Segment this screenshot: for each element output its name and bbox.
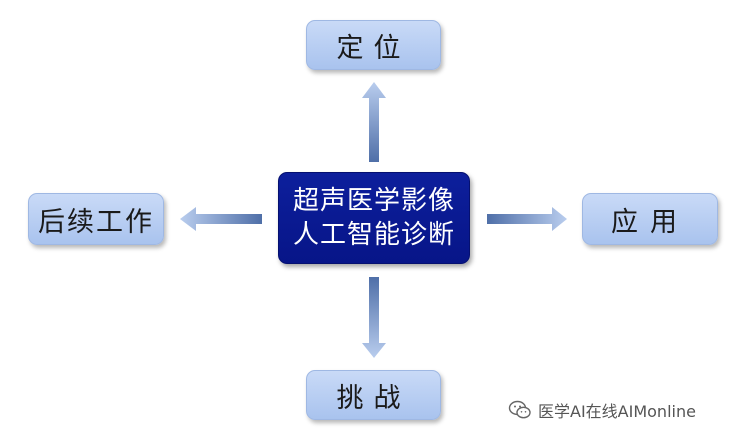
node-positioning-label: 定位 [336,32,411,64]
node-future-work-label: 后续工作 [38,206,154,238]
center-node-line2: 人工智能诊断 [292,220,455,250]
arrow-up [362,82,386,162]
arrow-left [180,207,262,231]
node-challenges-label: 挑战 [336,382,411,414]
arrow-right [487,207,567,231]
watermark: 医学AI在线AIMonline [508,395,696,425]
center-node-line1: 超声医学影像 [292,186,455,216]
node-application: 应用 [582,193,718,245]
watermark-text: 医学AI在线AIMonline [538,402,696,421]
node-future-work: 后续工作 [28,193,164,245]
node-positioning: 定位 [306,20,441,70]
arrow-down [362,277,386,358]
node-challenges: 挑战 [306,370,441,420]
wechat-icon [508,400,531,419]
node-application-label: 应用 [611,206,689,238]
center-node: 超声医学影像 人工智能诊断 [278,172,470,264]
